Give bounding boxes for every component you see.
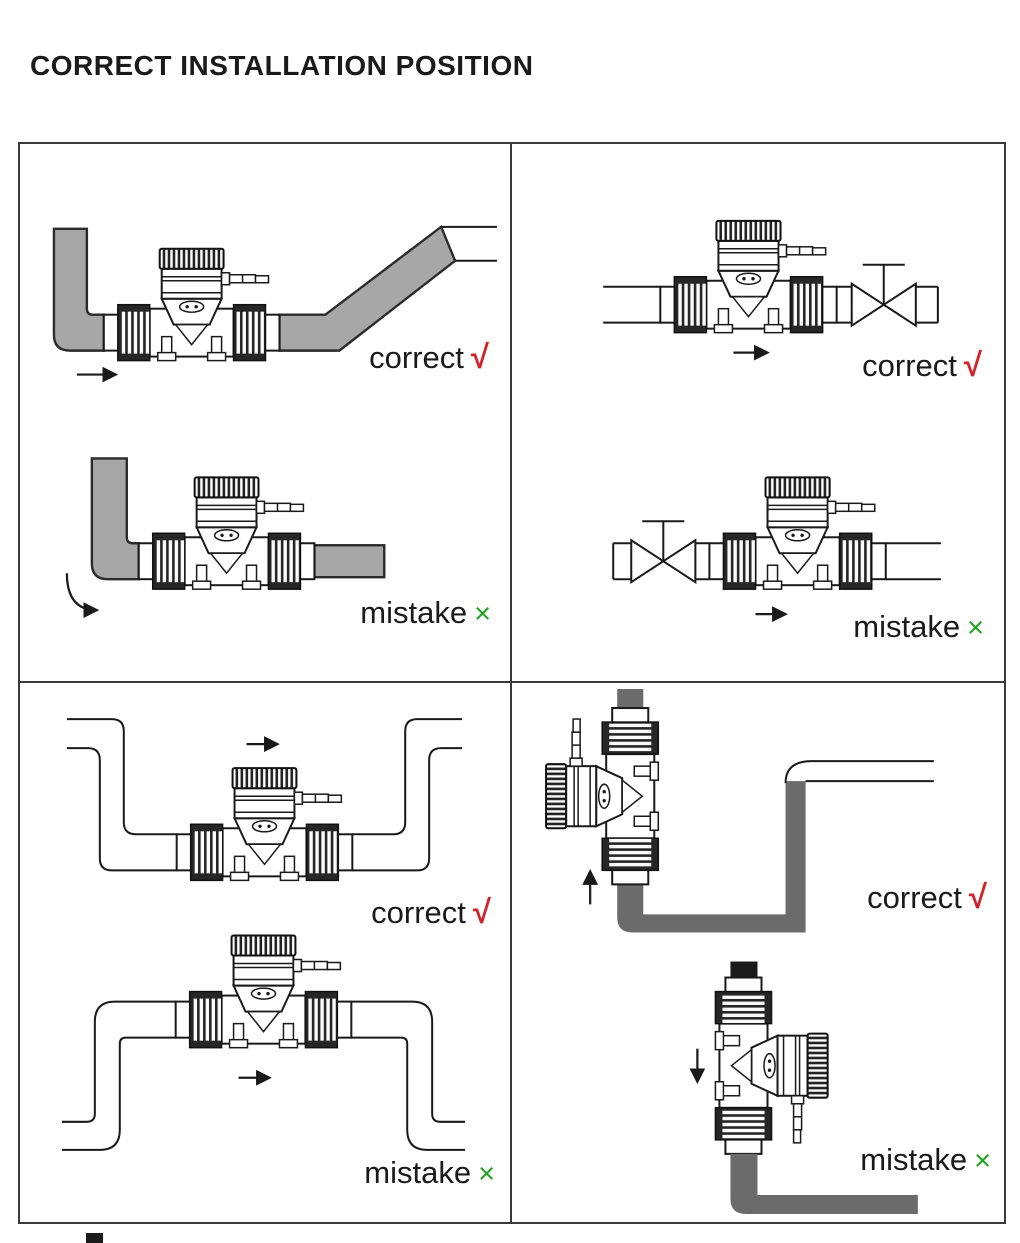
flow-meter: [174, 934, 353, 1049]
flow-meter: [175, 767, 354, 882]
cross-icon: ×: [474, 598, 491, 630]
check-icon: √: [963, 346, 982, 383]
verdict-label: correct√: [369, 340, 489, 373]
flow-meter: [659, 219, 838, 334]
pipe-outline2: [612, 542, 941, 581]
flow-meter-vertical: [545, 707, 660, 886]
panel-bottom-left: correct√ mistake×: [20, 683, 512, 1222]
diagram-vertical-flow: [545, 689, 934, 1214]
pipe-outline: [603, 285, 939, 324]
diagram-grid: correct√ mistake× correct√ mista: [18, 142, 1006, 1224]
flow-meter: [102, 247, 281, 362]
verdict-word: correct: [371, 895, 466, 930]
shutoff-valve: [850, 263, 917, 327]
pipe-gray-diagonal: [278, 224, 457, 352]
pipe-outline-top-right: [784, 760, 934, 784]
pipe-outline-u: [66, 718, 463, 872]
verdict-label: mistake×: [853, 611, 984, 643]
pipe-black-top: [730, 961, 758, 980]
pipe-gray-elbow2: [90, 457, 140, 581]
verdict-label: mistake×: [860, 1144, 991, 1176]
verdict-word: correct: [867, 880, 962, 915]
page-title: CORRECT INSTALLATION POSITION: [30, 50, 534, 81]
flow-meter: [708, 476, 887, 591]
pipe-dark-riser: [617, 781, 806, 933]
verdict-word: correct: [862, 348, 957, 383]
diagram-u-run: [61, 718, 466, 1151]
pipe-gray-outlet2: [313, 544, 386, 579]
verdict-word: mistake: [853, 609, 961, 644]
verdict-label: correct√: [862, 348, 982, 381]
cross-icon: ×: [478, 1158, 495, 1190]
check-icon: √: [968, 878, 987, 915]
cross-icon: ×: [967, 612, 984, 644]
diagram-elbow-inlet: [52, 224, 498, 619]
flow-meter: [137, 476, 316, 591]
verdict-word: correct: [369, 340, 464, 375]
check-icon: √: [470, 338, 489, 375]
cross-icon: ×: [974, 1145, 991, 1177]
panel-top-right: correct√ mistake×: [512, 144, 1004, 683]
verdict-word: mistake: [360, 595, 468, 630]
flow-meter-vertical: [714, 976, 829, 1155]
pipe-outline: [441, 225, 498, 262]
verdict-label: correct√: [371, 895, 491, 928]
shutoff-valve: [630, 520, 697, 584]
verdict-word: mistake: [860, 1142, 968, 1177]
check-icon: √: [472, 893, 491, 930]
verdict-label: mistake×: [360, 597, 491, 629]
panel-top-left: correct√ mistake×: [20, 144, 512, 683]
pipe-dark-top: [617, 689, 644, 711]
pipe-dark-bottom: [730, 1153, 918, 1214]
panel-bottom-right: correct√ mistake×: [512, 683, 1004, 1222]
verdict-label: correct√: [867, 880, 987, 913]
pipe-outline-inverted-u: [61, 1000, 466, 1151]
verdict-label: mistake×: [364, 1157, 495, 1189]
diagram-valve-position: [603, 219, 941, 623]
flow-arrow-curved: [65, 573, 100, 619]
pipe-gray-elbow: [52, 227, 106, 352]
cropped-figure-fragment: [86, 1233, 103, 1243]
verdict-word: mistake: [364, 1155, 472, 1190]
